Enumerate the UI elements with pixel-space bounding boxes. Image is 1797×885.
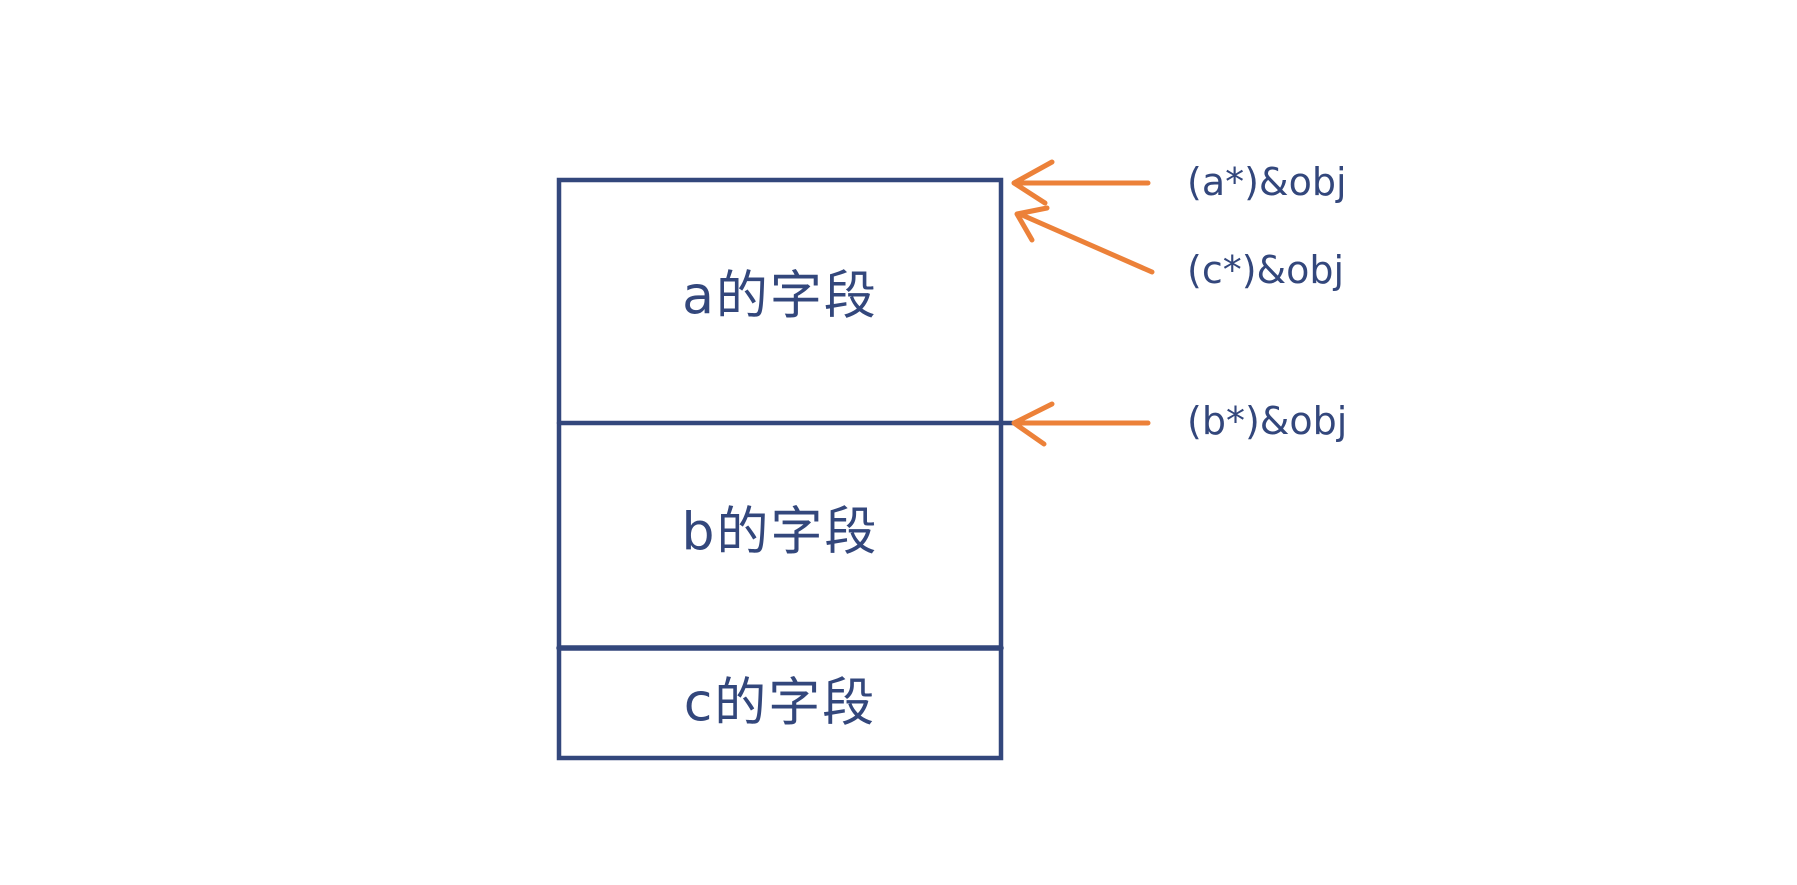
object-box (556, 177, 1004, 761)
arrow-b-icon (1011, 401, 1151, 447)
pointer-label-c: (c*)&obj (1187, 248, 1345, 292)
section-b-label: b的字段 (681, 502, 879, 563)
pointer-label-b: (b*)&obj (1187, 399, 1348, 443)
section-c-label: c的字段 (683, 673, 877, 734)
arrow-c-icon (1014, 205, 1155, 275)
arrow-a-icon (1011, 159, 1151, 206)
section-a-label: a的字段 (682, 266, 878, 327)
pointer-label-a: (a*)&obj (1187, 160, 1347, 204)
